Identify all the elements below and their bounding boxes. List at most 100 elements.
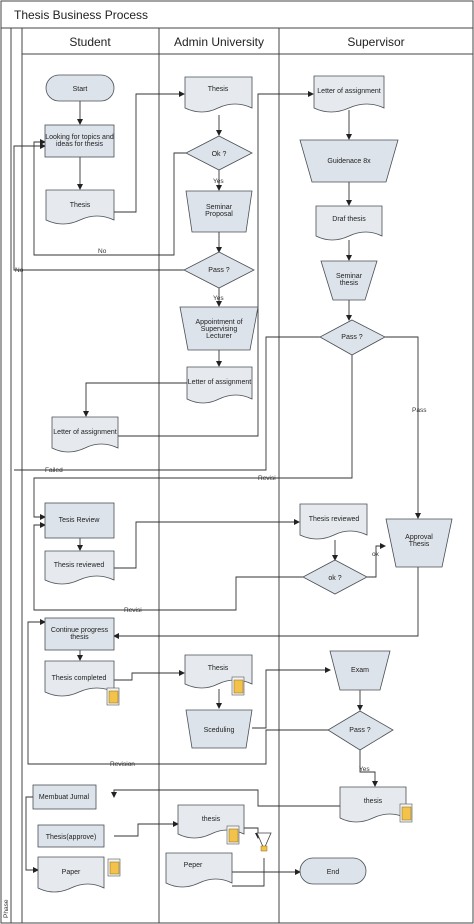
membuat-jurnal-label: Membuat Jurnal — [39, 794, 90, 801]
node-thesis-admin2: Thesis — [184, 654, 253, 696]
edge-pass-approval — [385, 336, 421, 519]
connectors — [13, 91, 421, 887]
seminar-proposal-label: Seminar Proposal — [205, 204, 233, 218]
node-tesis-review: Tesis Review — [44, 502, 115, 539]
sceduling-label: Sceduling — [204, 727, 235, 734]
edge-approval-continue — [113, 567, 419, 639]
thesis-reviewed-sup-label: Thesis reviewed — [309, 516, 360, 523]
edge-label-no2: No — [15, 267, 24, 274]
node-guidance: Guidenace 8x — [299, 139, 399, 183]
thesis-student-label: Thesis — [70, 202, 91, 209]
node-exam: Exam — [329, 650, 391, 691]
thesis-admin-doc — [184, 76, 253, 113]
edge-revisi-review — [33, 355, 353, 520]
seminar-thesis-trapezoid — [320, 260, 378, 301]
thesis-admin-label: Thesis — [208, 86, 229, 93]
edge-peper-merge — [232, 858, 265, 873]
node-thesis-admin3: thesis — [177, 804, 245, 845]
node-peper-admin: Peper — [165, 852, 233, 888]
node-pass-decision-sup: Pass ? — [319, 319, 386, 356]
node-pass-decision-exam: Pass ? — [327, 710, 394, 751]
ok-decision-label: Ok ? — [212, 151, 227, 158]
thesis-student-doc — [45, 189, 115, 225]
node-continue-progress: Continue progress thesis — [44, 617, 115, 651]
continue-progress-label: Continue progress thesis — [50, 627, 109, 641]
node-thesis-completed: Thesis completed — [44, 660, 120, 706]
lane-title-admin: Admin University — [174, 35, 264, 49]
ok-decision-sup-label: ok ? — [328, 575, 341, 582]
node-appointment: Appointment of Supervising Lecturer — [179, 306, 259, 351]
approval-thesis-label: Approval Thesis — [405, 534, 433, 548]
edge-peper-end — [232, 869, 301, 887]
node-letter-student: Letter of assignment — [51, 416, 119, 453]
appointment-label: Appointment of Supervising Lecturer — [195, 318, 243, 340]
node-membuat-jurnal: Membuat Jurnal — [32, 784, 97, 810]
ok-decision-sup-diamond — [302, 559, 368, 595]
edge-label-no1: No — [98, 248, 107, 255]
edge-approve-admin — [114, 821, 179, 837]
draf-thesis-doc — [315, 205, 383, 241]
edge-letter-supervisor — [118, 91, 314, 437]
edge-label-revision: Revision — [110, 761, 135, 768]
node-letter-admin: Letter of assignment — [186, 366, 253, 404]
membuat-jurnal-box — [32, 784, 97, 810]
edge-label-revisi1: Revisi — [258, 475, 276, 482]
letter-admin-doc — [186, 366, 253, 404]
edge-pass-revision — [27, 619, 328, 765]
edge-ok-no — [33, 139, 186, 256]
pass-decision-sup-label: Pass ? — [341, 334, 363, 341]
edge-completed-admin — [114, 670, 185, 681]
tesis-review-box — [44, 502, 115, 539]
diagram-title: Thesis Business Process — [14, 8, 148, 22]
exam-label: Exam — [351, 667, 369, 674]
letter-admin-label: Letter of assignment — [187, 378, 252, 386]
thesis-reviewed-sup-doc — [299, 503, 368, 540]
approval-thesis-trapezoid — [385, 518, 453, 568]
edge-label-yes2: Yes — [213, 295, 224, 302]
edge-label-ok: ok — [372, 551, 380, 558]
edge-label-yes3: Yes — [359, 766, 370, 773]
edge-pass-yes-exam — [359, 750, 378, 787]
lane-title-student: Student — [69, 35, 111, 49]
node-ok-decision-sup: ok ? — [302, 559, 368, 595]
thesis-admin2-label: Thesis — [208, 665, 229, 672]
document-stack-icon — [226, 825, 240, 845]
guidance-label: Guidenace 8x — [327, 158, 371, 165]
letter-student-doc — [51, 416, 119, 453]
edge-sceduling-exam — [252, 667, 331, 729]
thesis-sup2-label: thesis — [364, 798, 383, 805]
node-thesis-reviewed-sup: Thesis reviewed — [299, 503, 368, 540]
pass-decision-admin-diamond — [183, 251, 255, 289]
guidance-trapezoid — [299, 139, 399, 183]
node-pass-decision-admin: Pass ? — [183, 251, 255, 289]
edge-pass-no — [13, 143, 184, 271]
pass-decision-admin-label: Pass ? — [208, 267, 230, 274]
pass-decision-exam-diamond — [327, 710, 394, 751]
node-thesis-sup2: thesis — [339, 786, 413, 823]
node-approval-thesis: Approval Thesis — [385, 518, 453, 568]
node-thesis-approve: Thesis(approve) — [37, 824, 105, 848]
letter-supervisor-doc — [313, 75, 385, 113]
ok-decision-diamond — [185, 135, 253, 171]
node-sceduling: Sceduling — [185, 709, 253, 749]
node-thesis-reviewed-student: Thesis reviewed — [44, 550, 115, 585]
edge-label-pass: Pass — [412, 407, 427, 414]
phase-label: Phase — [3, 899, 10, 918]
thesis-reviewed-student-label: Thesis reviewed — [54, 562, 105, 569]
document-stack-icon — [399, 803, 413, 823]
node-paper-student: Paper — [37, 856, 121, 893]
edge-ok-approval — [367, 543, 386, 578]
document-stack-icon — [106, 687, 120, 706]
seminar-proposal-trapezoid — [185, 190, 253, 233]
edge-label-failed: Failed — [45, 467, 63, 474]
peper-admin-label: Peper — [184, 862, 203, 869]
start-terminator — [45, 74, 115, 102]
pass-decision-sup-diamond — [319, 319, 386, 356]
edge-thesis-jurnal — [111, 789, 340, 807]
lane-title-supervisor: Supervisor — [347, 35, 404, 49]
thesis-approve-label: Thesis(approve) — [46, 834, 97, 841]
paper-student-doc — [37, 856, 105, 893]
thesis-reviewed-student-doc — [44, 550, 115, 585]
